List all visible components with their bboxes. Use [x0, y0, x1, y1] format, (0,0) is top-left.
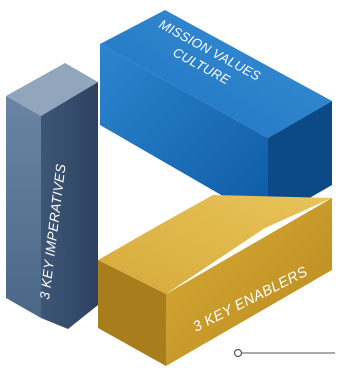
mission-values-culture-block: MISSION VALUES CULTURE — [100, 10, 332, 222]
blue-block-side-face — [268, 101, 332, 222]
connector-line — [233, 348, 335, 358]
key-imperatives-block: 3 KEY IMPERATIVES — [6, 63, 98, 329]
key-enablers-block: 3 KEY ENABLERS — [98, 195, 332, 366]
gold-block-front-face — [166, 198, 332, 366]
slate-block-front-face — [6, 96, 41, 318]
blue-block-top-face — [100, 10, 332, 138]
connector-dot — [233, 348, 243, 358]
slate-block-side-face — [41, 82, 98, 329]
gold-block-top-face — [98, 195, 332, 294]
blue-block-front-face — [100, 44, 268, 222]
gold-block-side-face — [98, 260, 166, 366]
slate-block-top-face — [6, 63, 98, 116]
